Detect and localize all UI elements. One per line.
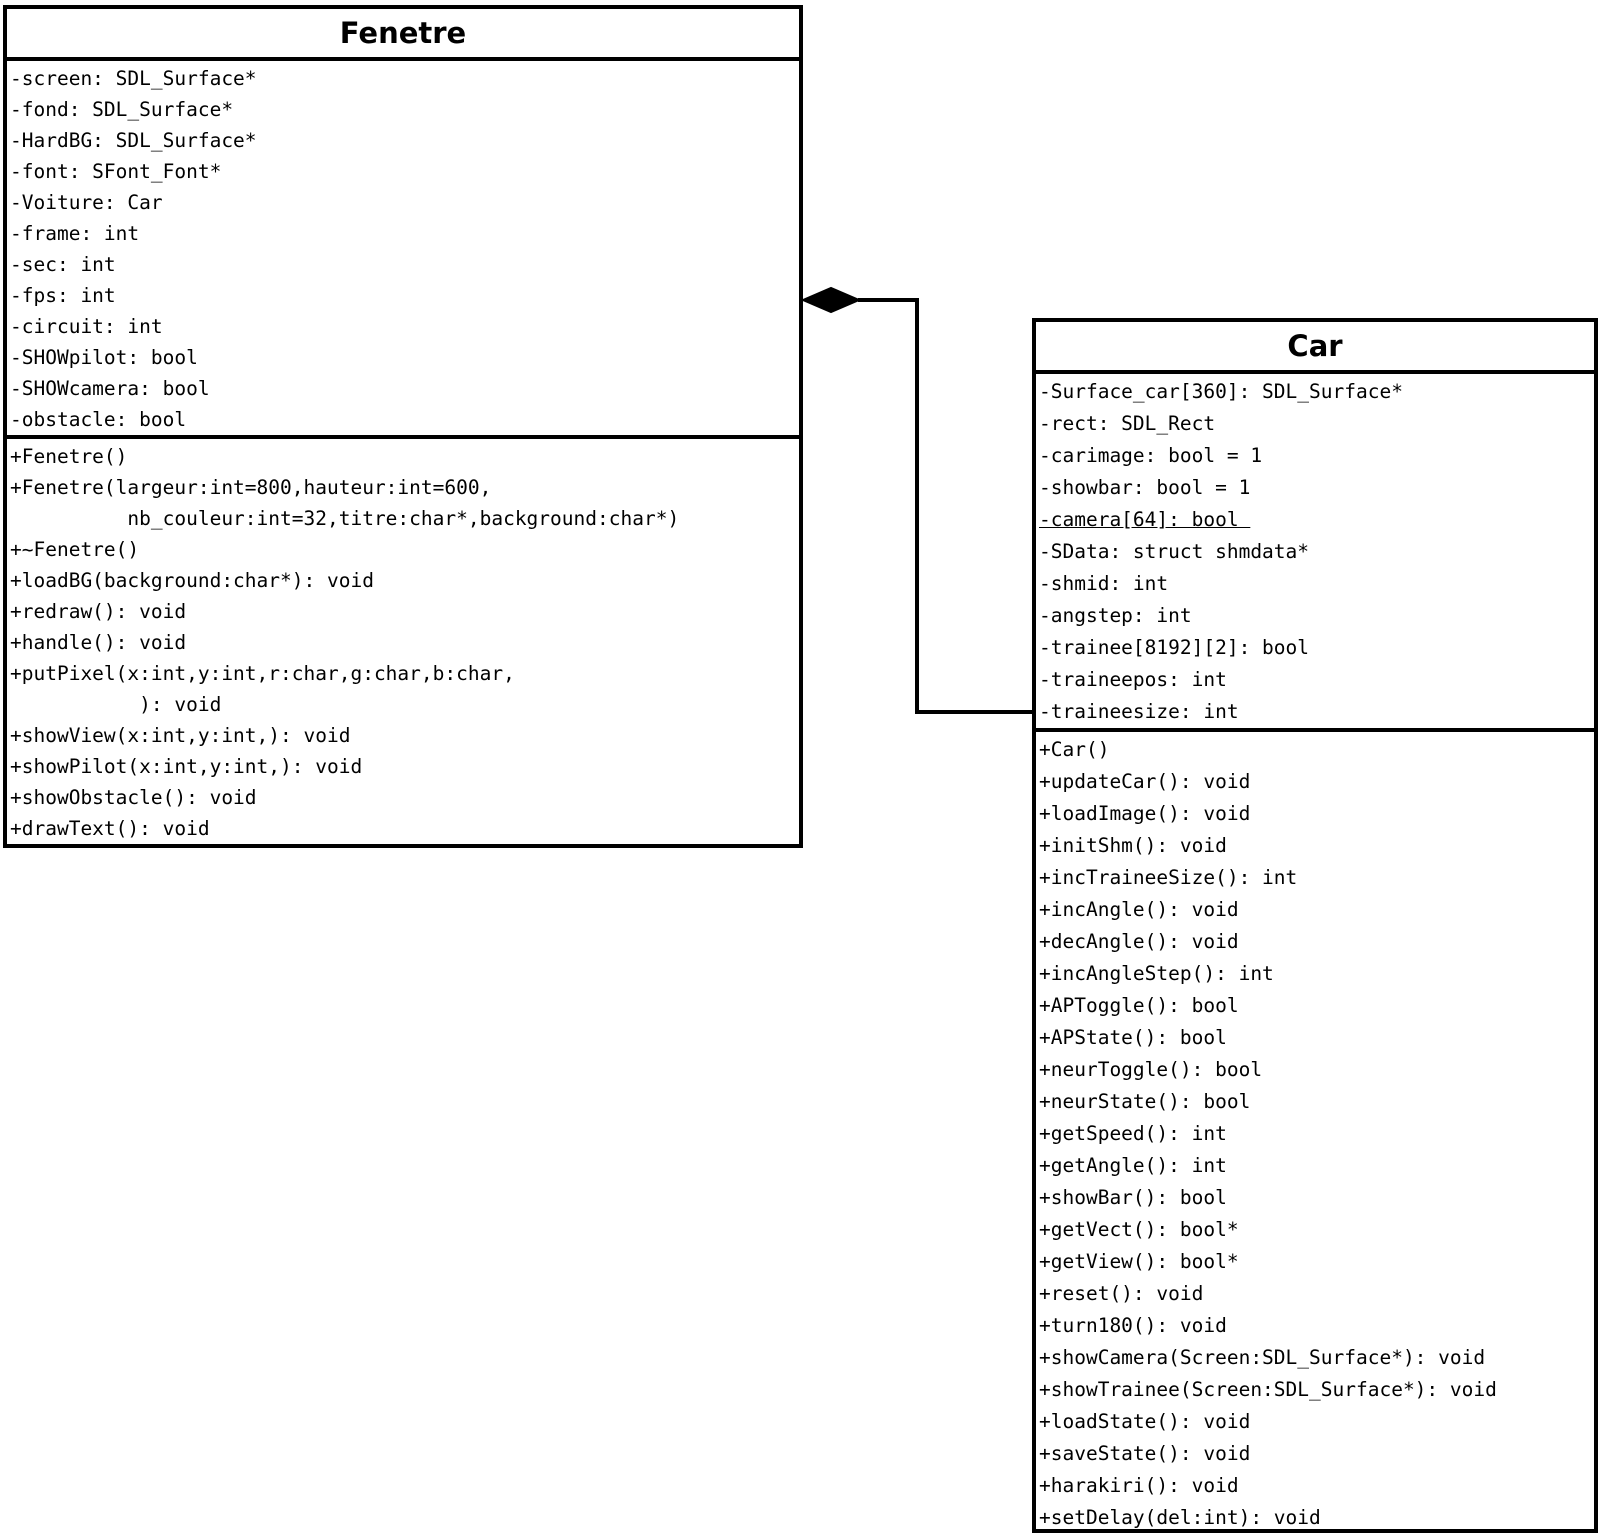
attribute-row: -screen: SDL_Surface* <box>10 67 257 90</box>
attribute-row: -Surface_car[360]: SDL_Surface* <box>1039 380 1403 403</box>
attribute-row: -fps: int <box>10 284 116 307</box>
method-row: +showObstacle(): void <box>10 786 257 809</box>
attribute-row: -sec: int <box>10 253 116 276</box>
aggregation-diamond-icon <box>800 286 862 314</box>
method-row: +saveState(): void <box>1039 1442 1251 1465</box>
static-member-underline: -camera[64]: bool <box>1039 508 1251 531</box>
method-row: +incTraineeSize(): int <box>1039 866 1298 889</box>
class-title-fenetre: Fenetre <box>7 9 799 61</box>
method-row: +neurState(): bool <box>1039 1090 1251 1113</box>
method-row: +loadState(): void <box>1039 1410 1251 1433</box>
method-row: +getVect(): bool* <box>1039 1218 1239 1241</box>
attribute-row: -shmid: int <box>1039 572 1169 595</box>
attribute-row: -traineepos: int <box>1039 668 1227 691</box>
class-title-car: Car <box>1036 322 1594 374</box>
connector-line <box>858 298 1032 714</box>
attribute-row: -SHOWpilot: bool <box>10 346 198 369</box>
method-row: +initShm(): void <box>1039 834 1227 857</box>
method-row: +showTrainee(Screen:SDL_Surface*): void <box>1039 1378 1497 1401</box>
method-row: +reset(): void <box>1039 1282 1204 1305</box>
method-row: +harakiri(): void <box>1039 1474 1239 1497</box>
attribute-row: -circuit: int <box>10 315 163 338</box>
method-row: +decAngle(): void <box>1039 930 1239 953</box>
attribute-row: -obstacle: bool <box>10 408 187 431</box>
fenetre-attributes-compartment: -screen: SDL_Surface* -fond: SDL_Surface*… <box>7 61 799 439</box>
method-row: +APToggle(): bool <box>1039 994 1239 1017</box>
attribute-row: -angstep: int <box>1039 604 1192 627</box>
method-row: +getView(): bool* <box>1039 1250 1239 1273</box>
attribute-row: -fond: SDL_Surface* <box>10 98 234 121</box>
attribute-row: -frame: int <box>10 222 140 245</box>
method-row: +incAngleStep(): int <box>1039 962 1274 985</box>
method-row: +Car() <box>1039 738 1110 761</box>
car-methods-compartment: +Car() +updateCar(): void +loadImage(): vo… <box>1036 732 1594 1529</box>
method-row: +APState(): bool <box>1039 1026 1227 1049</box>
class-box-car: Car -Surface_car[360]: SDL_Surface* -rect… <box>1032 318 1598 1533</box>
attribute-row: -Voiture: Car <box>10 191 163 214</box>
method-row: +neurToggle(): bool <box>1039 1058 1263 1081</box>
attribute-row: -traineesize: int <box>1039 700 1239 723</box>
method-row: +incAngle(): void <box>1039 898 1239 921</box>
method-row: +putPixel(x:int,y:int,r:char,g:char,b:ch… <box>10 662 515 716</box>
method-row: +Fenetre(largeur:int=800,hauteur:int=600… <box>10 476 680 530</box>
attribute-row: -camera[64]: bool <box>1039 504 1592 536</box>
method-row: +~Fenetre() <box>10 538 140 561</box>
method-row: +loadImage(): void <box>1039 802 1251 825</box>
method-row: +showCamera(Screen:SDL_Surface*): void <box>1039 1346 1486 1369</box>
method-row: +loadBG(background:char*): void <box>10 569 374 592</box>
attribute-row: -HardBG: SDL_Surface* <box>10 129 257 152</box>
method-row: +showView(x:int,y:int,): void <box>10 724 351 747</box>
attribute-row: -trainee[8192][2]: bool <box>1039 636 1310 659</box>
method-row: +turn180(): void <box>1039 1314 1227 1337</box>
method-row: +showBar(): bool <box>1039 1186 1227 1209</box>
method-row: +showPilot(x:int,y:int,): void <box>10 755 363 778</box>
attribute-row: -SHOWcamera: bool <box>10 377 210 400</box>
method-row: +drawText(): void <box>10 817 210 840</box>
method-row: +getAngle(): int <box>1039 1154 1227 1177</box>
attribute-row: -showbar: bool = 1 <box>1039 476 1251 499</box>
method-row: +redraw(): void <box>10 600 187 623</box>
method-row: +handle(): void <box>10 631 187 654</box>
method-row: +Fenetre() <box>10 445 128 468</box>
method-row: +getSpeed(): int <box>1039 1122 1227 1145</box>
attribute-row: -rect: SDL_Rect <box>1039 412 1216 435</box>
class-box-fenetre: Fenetre -screen: SDL_Surface* -fond: SDL_… <box>3 5 803 848</box>
attribute-row: -font: SFont_Font* <box>10 160 222 183</box>
method-row: +setDelay(del:int): void <box>1039 1506 1321 1529</box>
car-attributes-compartment: -Surface_car[360]: SDL_Surface* -rect: SD… <box>1036 374 1594 732</box>
attribute-row: -carimage: bool = 1 <box>1039 444 1263 467</box>
method-row: +updateCar(): void <box>1039 770 1251 793</box>
attribute-row: -SData: struct shmdata* <box>1039 540 1310 563</box>
fenetre-methods-compartment: +Fenetre() +Fenetre(largeur:int=800,haute… <box>7 439 799 844</box>
